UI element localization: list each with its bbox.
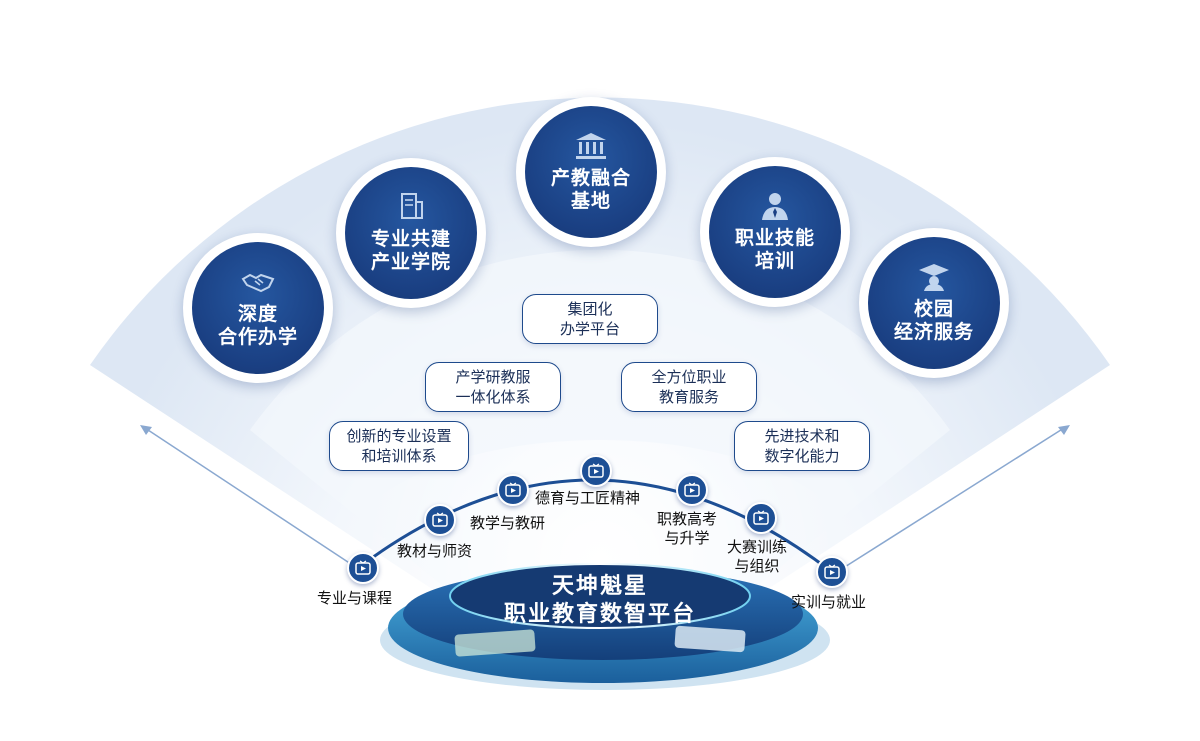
screen-play-icon [676, 474, 708, 506]
screen-play-icon [580, 455, 612, 487]
screen-play-icon [497, 474, 529, 506]
arc-node-label-employment: 实训与就业 [791, 593, 867, 611]
circle-industry-base: 产教融合 基地 [516, 97, 666, 247]
pill-group-platform: 集团化 办学平台 [522, 294, 658, 344]
circle-label: 职业技能 培训 [734, 227, 815, 272]
institution-building-icon [576, 133, 606, 159]
platform-title: 天坤魁星 职业教育数智平台 [503, 574, 696, 627]
pill-advanced-tech: 先进技术和 数字化能力 [734, 421, 870, 471]
right-arrow [839, 427, 1065, 571]
screen-play-icon [816, 556, 848, 588]
screen-play-icon [745, 502, 777, 534]
pill-career-services: 全方位职业 教育服务 [621, 362, 757, 412]
circle-skills-training: 职业技能 培训 [700, 157, 850, 307]
handshake-icon [241, 273, 275, 293]
disc-panel-right [674, 625, 746, 653]
left-arrow [144, 427, 361, 571]
circle-label: 深度 合作办学 [217, 303, 298, 348]
arc-node-label-courses: 专业与课程 [317, 589, 393, 607]
circle-industry-college: 专业共建 产业学院 [336, 158, 486, 308]
graduation-cap-icon [919, 264, 949, 291]
arc-node-label-teaching-research: 教学与教研 [470, 514, 546, 532]
person-tie-icon [762, 193, 788, 220]
screen-play-icon [347, 552, 379, 584]
disc-panel-left [454, 629, 536, 657]
circle-label: 校园 经济服务 [893, 298, 974, 343]
right-arrow-head [1058, 425, 1070, 435]
disc-center [449, 563, 751, 629]
arc-node-label-competitions: 大赛训练 与组织 [727, 538, 788, 575]
arc-node-label-college-entrance: 职教高考 与升学 [657, 510, 718, 547]
circle-label: 专业共建 产业学院 [370, 228, 451, 273]
arc-node-label-teaching-materials: 教材与师资 [397, 542, 473, 560]
arc-node-label-craftsman-spirit: 德育与工匠精神 [535, 489, 641, 507]
pill-integration-system: 产学研教服 一体化体系 [425, 362, 561, 412]
circle-label: 产教融合 基地 [550, 167, 631, 212]
left-arrow-head [140, 425, 152, 435]
document-icon [401, 193, 423, 219]
pill-innovative-majors: 创新的专业设置 和培训体系 [329, 421, 469, 471]
circle-deep-cooperation: 深度 合作办学 [183, 233, 333, 383]
screen-play-icon [424, 504, 456, 536]
circle-campus-services: 校园 经济服务 [859, 228, 1009, 378]
